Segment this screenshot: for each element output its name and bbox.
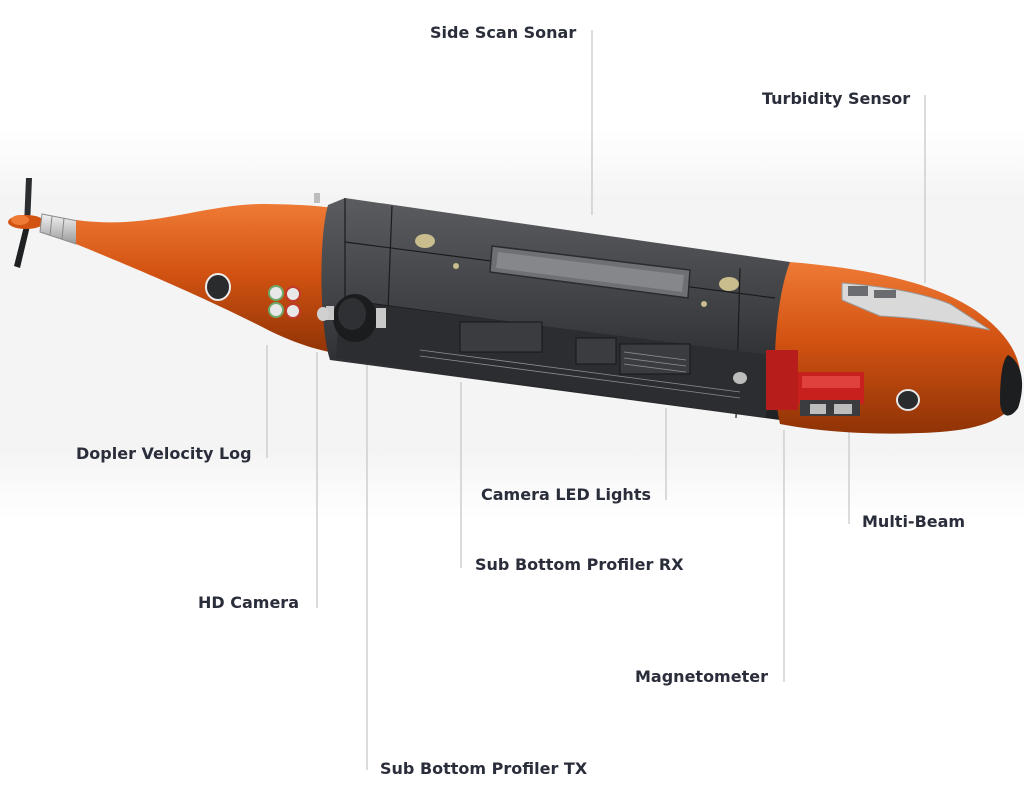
- hd-camera-housing: [326, 294, 386, 342]
- label-sub-bottom-profiler-rx: Sub Bottom Profiler RX: [475, 555, 684, 574]
- label-hd-camera: HD Camera: [198, 593, 299, 612]
- sensor-port-icon: [896, 389, 920, 411]
- lower-equipment-bay: [336, 300, 770, 418]
- multi-beam-unit: [766, 350, 864, 416]
- label-multi-beam: Multi-Beam: [862, 512, 966, 531]
- label-magnetometer: Magnetometer: [635, 667, 768, 686]
- rear-hull-ports: [205, 273, 329, 321]
- bay-grille: [419, 349, 741, 399]
- antenna-stub: [314, 193, 320, 203]
- label-side-scan-sonar: Side Scan Sonar: [430, 23, 577, 42]
- nose-cap: [1000, 355, 1023, 416]
- bay-modules: [459, 321, 691, 375]
- label-doppler-velocity-log: Dopler Velocity Log: [76, 444, 252, 463]
- mid-body-bolts: [415, 234, 739, 307]
- label-sub-bottom-profiler-tx: Sub Bottom Profiler TX: [380, 759, 588, 778]
- turbidity-sensor-details: [848, 286, 896, 298]
- label-camera-led-lights: Camera LED Lights: [481, 485, 651, 504]
- leader-lines: [266, 30, 926, 770]
- tail-collar: [39, 213, 79, 245]
- propeller-icon: [8, 178, 44, 268]
- label-turbidity-sensor: Turbidity Sensor: [762, 89, 911, 108]
